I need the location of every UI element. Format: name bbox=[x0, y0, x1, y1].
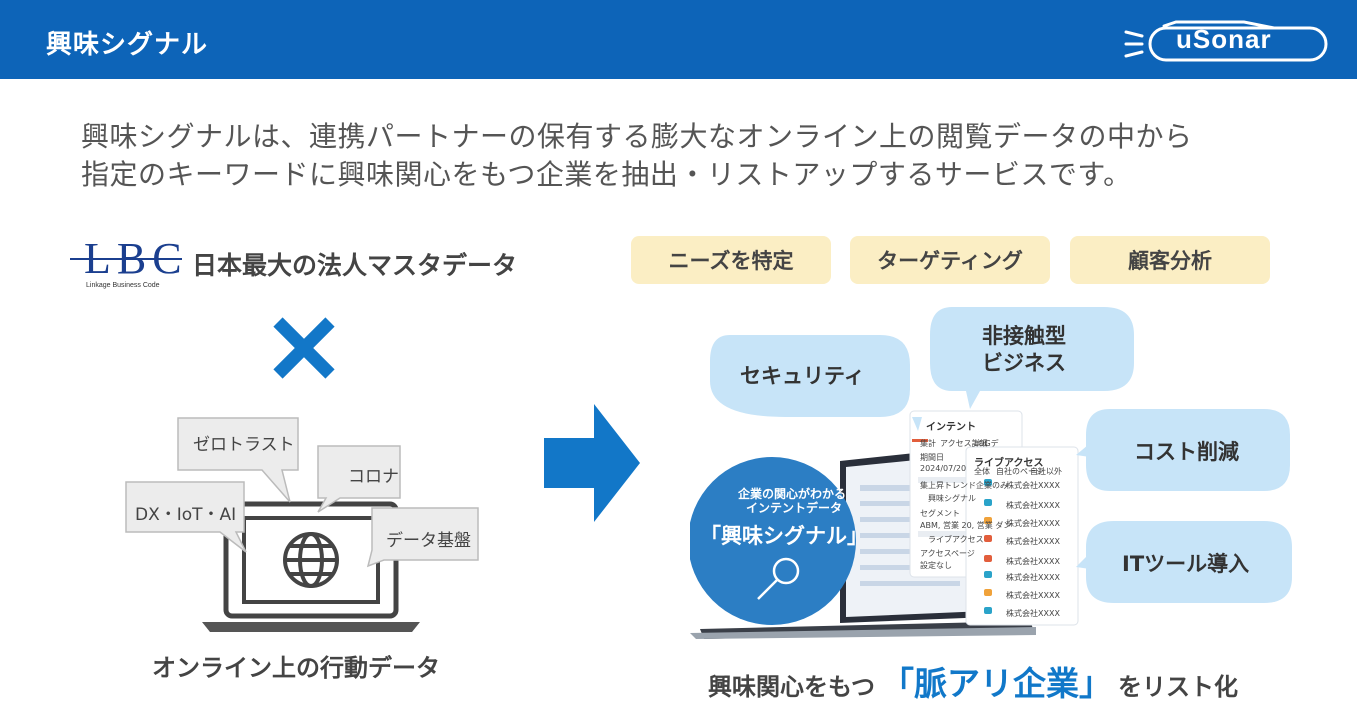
pill-needs: ニーズを特定 bbox=[631, 236, 831, 284]
pill-targeting: ターゲティング bbox=[850, 236, 1050, 284]
intent-none: 設定なし bbox=[920, 561, 952, 570]
arrow-right-icon bbox=[544, 404, 640, 522]
intent-segment: セグメント bbox=[920, 509, 960, 518]
live-tab-all: 全体 bbox=[974, 467, 990, 476]
company-row: 株式会社XXXX bbox=[1006, 609, 1060, 618]
right-illustration bbox=[690, 307, 1292, 639]
lbc-logo-text: LBC bbox=[84, 234, 182, 283]
cloud-contactless-2: ビジネス bbox=[982, 351, 1066, 375]
intent-access-page: アクセスページ bbox=[920, 549, 975, 558]
cloud-security: セキュリティ bbox=[740, 364, 865, 388]
intent-segment-value: ABM, 営業 20, 営業 ダン bbox=[920, 521, 1012, 530]
logo-text: uSonar bbox=[1176, 24, 1272, 54]
cloud-contactless-1: 非接触型 bbox=[982, 324, 1066, 348]
intent-tab-summary: 集計 bbox=[920, 439, 936, 448]
laptop-illustration bbox=[125, 417, 479, 632]
caption-post: をリスト化 bbox=[1118, 673, 1239, 701]
bottom-caption: 興味関心をもつ 「脈アリ企業」 をリスト化 bbox=[708, 657, 1239, 703]
circle-subtitle-2: インテントデータ bbox=[746, 501, 843, 515]
intro-text: 興味シグナルは、連携パートナーの保有する膨大なオンライン上の閲覧データの中から … bbox=[81, 118, 1193, 194]
bubble-zerotrust: ゼロトラスト bbox=[193, 435, 295, 455]
company-row: 株式会社XXXX bbox=[1006, 537, 1060, 546]
live-tab-other: 自社以外 bbox=[1030, 467, 1062, 476]
magnifier-icon bbox=[757, 557, 800, 600]
intent-period-value: 2024/07/20 bbox=[920, 464, 967, 473]
pill-analysis: 顧客分析 bbox=[1070, 236, 1270, 284]
cloud-cost: コスト削減 bbox=[1134, 440, 1239, 464]
lbc-label: 日本最大の法人マスタデータ bbox=[192, 251, 518, 280]
company-row: 株式会社XXXX bbox=[1006, 501, 1060, 510]
intent-tab-detail: アクセス詳細 bbox=[940, 439, 988, 448]
intent-signal: 興味シグナル bbox=[928, 494, 976, 503]
lbc-logo-subtitle: Linkage Business Code bbox=[86, 282, 160, 289]
cloud-it: ITツール導入 bbox=[1122, 552, 1250, 576]
company-row: 株式会社XXXX bbox=[1006, 573, 1060, 582]
intro-line-1: 興味シグナルは、連携パートナーの保有する膨大なオンライン上の閲覧データの中から bbox=[81, 120, 1193, 153]
intent-tab-log: LOGデ bbox=[974, 439, 999, 448]
live-tab-own: 自社のページ bbox=[996, 467, 1044, 476]
circle-subtitle-1: 企業の関心がわかる bbox=[738, 487, 847, 501]
lbc-logo-icon: LBC bbox=[70, 234, 182, 283]
intent-panel-title: インテント bbox=[926, 422, 976, 433]
caption-pre: 興味関心をもつ bbox=[708, 673, 876, 701]
circle-title: 「興味シグナル」 bbox=[700, 524, 868, 548]
company-row: 株式会社XXXX bbox=[1006, 557, 1060, 566]
intent-live: ライブアクセス bbox=[928, 535, 984, 544]
bubble-dx: DX・IoT・AI bbox=[135, 505, 237, 525]
globe-icon bbox=[283, 532, 339, 588]
header-bar bbox=[0, 0, 1357, 79]
company-row: 株式会社XXXX bbox=[1006, 519, 1060, 528]
company-row: 株式会社XXXX bbox=[1006, 481, 1060, 490]
intent-trend: 集上昇トレンド企業のみ bbox=[920, 481, 1008, 490]
usonar-logo-icon bbox=[1124, 20, 1328, 62]
left-caption: オンライン上の行動データ bbox=[152, 654, 440, 682]
company-row: 株式会社XXXX bbox=[1006, 591, 1060, 600]
bubble-corona: コロナ bbox=[348, 467, 399, 487]
cross-icon bbox=[273, 317, 335, 379]
intro-line-2: 指定のキーワードに興味関心をもつ企業を抽出・リストアップするサービスです。 bbox=[81, 158, 1132, 191]
page-title: 興味シグナル bbox=[46, 30, 209, 60]
intent-period-label: 期間日 bbox=[920, 453, 944, 462]
caption-highlight: 「脈アリ企業」 bbox=[881, 664, 1113, 703]
live-panel-title: ライブアクセス bbox=[974, 458, 1044, 469]
bubble-data-platform: データ基盤 bbox=[386, 531, 471, 551]
